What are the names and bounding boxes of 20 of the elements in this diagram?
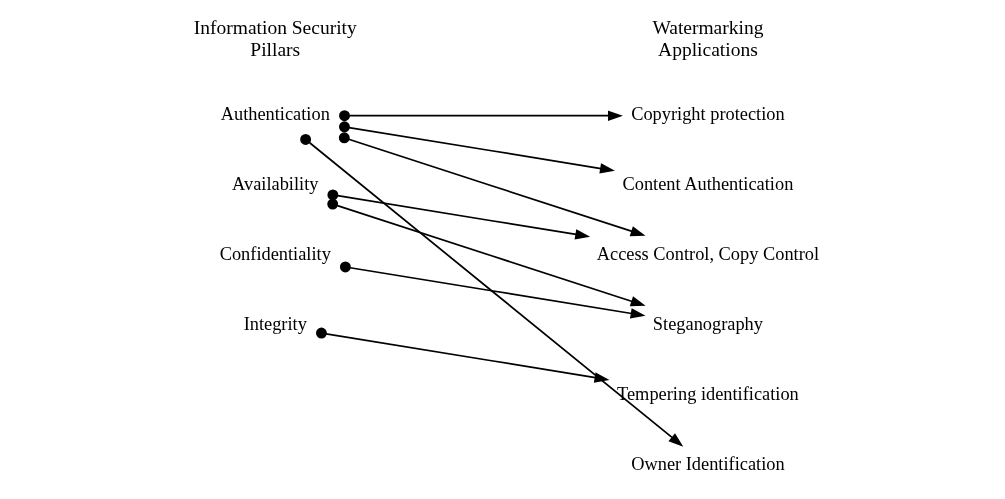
label: Information Security Pillars	[193, 16, 357, 60]
node-text: Authentication	[220, 103, 330, 124]
node-text: Copyright protection	[631, 103, 785, 124]
arrow	[339, 261, 646, 319]
node-text: Integrity	[243, 313, 307, 334]
node-text: Availability	[232, 173, 319, 194]
node-text: Tempering identification	[617, 383, 799, 404]
arrow	[339, 109, 623, 121]
arrow	[316, 327, 610, 383]
node-text: Access Control, Copy Control	[596, 243, 820, 264]
node-text: Steganography	[652, 313, 763, 334]
arrow	[327, 188, 591, 240]
arrow	[339, 120, 615, 174]
node-text: Content Authentication	[622, 173, 794, 194]
arrow	[327, 198, 646, 306]
node-text: Confidentiality	[219, 243, 331, 264]
arrow	[300, 133, 684, 447]
label: Watermarking Applications	[652, 16, 764, 60]
node-text: Owner Identification	[631, 453, 785, 474]
arrow	[338, 131, 646, 236]
